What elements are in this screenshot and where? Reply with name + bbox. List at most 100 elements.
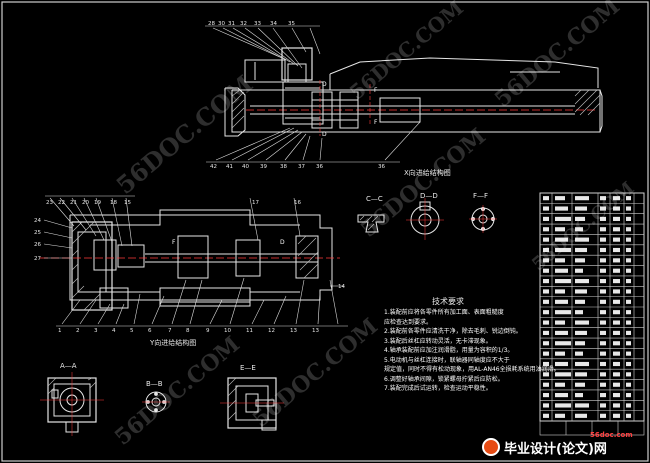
title-block-cell-mark (613, 289, 620, 294)
title-block-cell-mark (613, 206, 620, 211)
title-block-cell-mark (613, 237, 620, 242)
title-block-cell-mark (543, 330, 549, 335)
svg-text:5: 5 (130, 328, 134, 334)
svg-text:36: 36 (316, 164, 323, 170)
tech-requirement-line: 7.装配完成后试运转，检查运动平稳性。 (384, 385, 492, 392)
title-block-cell-mark (543, 310, 549, 315)
title-block-cell-mark (575, 216, 585, 221)
svg-text:41: 41 (226, 164, 233, 170)
svg-text:37: 37 (298, 164, 305, 170)
title-block-cell-mark (543, 196, 549, 201)
svg-text:15: 15 (124, 200, 131, 206)
title-block-cell-mark (600, 372, 606, 377)
title-block-cell-mark (575, 382, 585, 387)
svg-text:28: 28 (208, 21, 215, 27)
title-block-cell-mark (626, 268, 631, 273)
title-block-cell-mark (543, 216, 549, 221)
svg-text:27: 27 (34, 256, 41, 262)
svg-text:35: 35 (288, 21, 295, 27)
svg-text:19: 19 (94, 200, 101, 206)
title-block-cell-mark (613, 413, 620, 418)
title-block-cell-mark (543, 247, 549, 253)
svg-text:34: 34 (270, 21, 277, 27)
svg-text:1: 1 (58, 328, 62, 334)
title-block-cell-mark (555, 289, 565, 294)
tech-requirement-line: 4.轴承装配前应加注润滑脂，用量为容积的1/3。 (384, 347, 514, 354)
svg-text:4: 4 (112, 328, 116, 334)
title-block-cell-mark (600, 341, 606, 346)
title-block-cell-mark (555, 393, 568, 398)
svg-text:D: D (280, 239, 285, 246)
svg-text:F: F (172, 239, 176, 246)
title-block-cell-mark (555, 330, 568, 335)
title-block-cell-mark (543, 279, 549, 284)
title-block-cell-mark (575, 403, 589, 408)
svg-text:14: 14 (338, 284, 345, 290)
title-block-cell-mark (555, 361, 568, 367)
svg-text:17: 17 (252, 200, 259, 206)
title-block-cell-mark (555, 372, 571, 377)
svg-text:13: 13 (290, 328, 297, 334)
section-aa-label: A—A (60, 362, 77, 370)
tech-requirement-line: 5.电动机与丝杠连接时，联轴器同轴度应不大于 (384, 356, 510, 364)
title-block-cell-mark (543, 403, 549, 408)
svg-text:38: 38 (280, 164, 287, 170)
svg-text:D: D (322, 131, 327, 138)
title-block-cell-mark (626, 299, 631, 304)
title-block-cell-mark (600, 227, 606, 232)
title-block-cell-mark (626, 247, 631, 253)
title-block-cell-mark (575, 320, 589, 325)
title-block-cell-mark (555, 237, 568, 242)
title-block-cell-mark (575, 361, 589, 367)
title-block-cell-mark (600, 310, 606, 315)
svg-text:F: F (374, 87, 378, 94)
title-block-cell-mark (613, 279, 620, 284)
title-block-cell-mark (613, 403, 620, 408)
title-block-cell-mark (613, 361, 620, 367)
title-block-cell-mark (555, 268, 568, 273)
title-block-cell-mark (543, 320, 549, 325)
svg-text:31: 31 (228, 21, 235, 27)
title-block-cell-mark (626, 237, 631, 242)
title-block-cell-mark (600, 403, 606, 408)
svg-text:10: 10 (224, 328, 231, 334)
title-block-cell-mark (555, 341, 571, 346)
title-block-cell-mark (626, 279, 631, 284)
title-block-cell-mark (543, 393, 549, 398)
title-block-cell-mark (575, 299, 585, 304)
title-block-cell-mark (600, 299, 606, 304)
title-block-cell-mark (626, 206, 631, 211)
x-drive-assembly (205, 25, 603, 163)
title-block-cell-mark (600, 247, 606, 253)
title-block-cell-mark (600, 393, 606, 398)
title-block-cell-mark (600, 289, 606, 294)
tech-requirement-line: 2.装配前各零件应清洗干净，除去毛刺、锐边倒钝。 (384, 328, 522, 335)
title-block-cell-mark (626, 403, 631, 408)
svg-text:7: 7 (168, 328, 172, 334)
tech-requirement-line: 3.装配后丝杠应转动灵活，无卡滞现象。 (384, 337, 492, 345)
title-block-marks (543, 196, 631, 418)
title-block-cell-mark (543, 413, 549, 418)
title-block-grid (540, 193, 644, 421)
title-block-cell-mark (613, 320, 620, 325)
title-block-cell-mark (626, 393, 631, 398)
title-block-cell-mark (613, 227, 620, 232)
title-block-cell-mark (555, 351, 565, 356)
title-block-cell-mark (600, 351, 606, 356)
svg-text:3: 3 (94, 328, 98, 334)
title-block-cell-mark (575, 393, 583, 398)
brand-logo-icon (482, 438, 500, 456)
title-block-cell-mark (555, 299, 568, 304)
section-cc-label: C—C (366, 195, 383, 203)
svg-text:20: 20 (82, 200, 89, 206)
section-dd-view (406, 198, 444, 240)
title-block-cell-mark (626, 382, 631, 387)
svg-text:F: F (374, 119, 378, 126)
title-block-cell-mark (600, 382, 606, 387)
tech-requirement-line: 应检查达到要求。 (384, 318, 433, 326)
title-block-cell-mark (613, 310, 620, 315)
title-block-cell-mark (600, 216, 606, 221)
